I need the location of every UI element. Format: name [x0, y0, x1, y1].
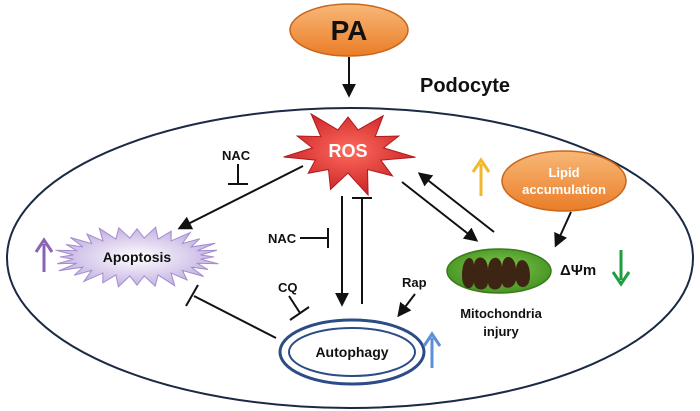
mito-label-1: Mitochondria — [460, 306, 542, 321]
ros-to-mito-arrow — [401, 181, 479, 242]
cq-bar — [289, 306, 310, 321]
delta-psi-down-arrow — [611, 250, 631, 287]
autophagy-node: Autophagy — [278, 318, 426, 386]
autophagy-label: Autophagy — [315, 344, 388, 360]
pa-label: PA — [331, 15, 368, 46]
delta-psi-m-label: ΔΨm — [560, 262, 596, 279]
lipid-label-1: Lipid — [548, 165, 579, 180]
ros-node: ROS — [283, 112, 416, 197]
cell-membrane — [6, 107, 694, 409]
lipid-up-arrow — [471, 157, 491, 196]
mito-label-2: injury — [483, 324, 519, 339]
mitochondria-node — [446, 248, 552, 294]
podocyte-label: Podocyte — [420, 75, 510, 97]
pa-node: PA — [289, 3, 409, 57]
ros-to-apoptosis-arrow — [177, 165, 304, 230]
autophagy-up-arrow — [422, 331, 442, 368]
apoptosis-starburst — [55, 226, 219, 288]
ros-starburst — [283, 112, 416, 197]
lipid-accumulation-node: Lipid accumulation — [501, 150, 627, 212]
nac-autophagy-label: NAC — [268, 231, 297, 246]
autophagy-inhibits-apoptosis — [193, 295, 277, 339]
lipid-to-mito-arrow — [554, 211, 572, 248]
lipid-label-2: accumulation — [522, 182, 606, 197]
apoptosis-up-arrow — [34, 237, 54, 272]
rap-to-autophagy-arrow — [397, 293, 416, 318]
rap-label: Rap — [402, 275, 427, 290]
apoptosis-node: Apoptosis — [55, 226, 219, 288]
mito-to-ros-arrow — [417, 172, 495, 233]
autophagy-inhibits-apoptosis-bar — [185, 284, 199, 307]
ros-label: ROS — [328, 141, 367, 161]
mito-cristae — [462, 256, 530, 290]
cq-label: CQ — [278, 280, 298, 295]
apoptosis-label: Apoptosis — [103, 249, 172, 265]
nac-apoptosis-label: NAC — [222, 148, 251, 163]
cq-stem — [288, 295, 301, 314]
